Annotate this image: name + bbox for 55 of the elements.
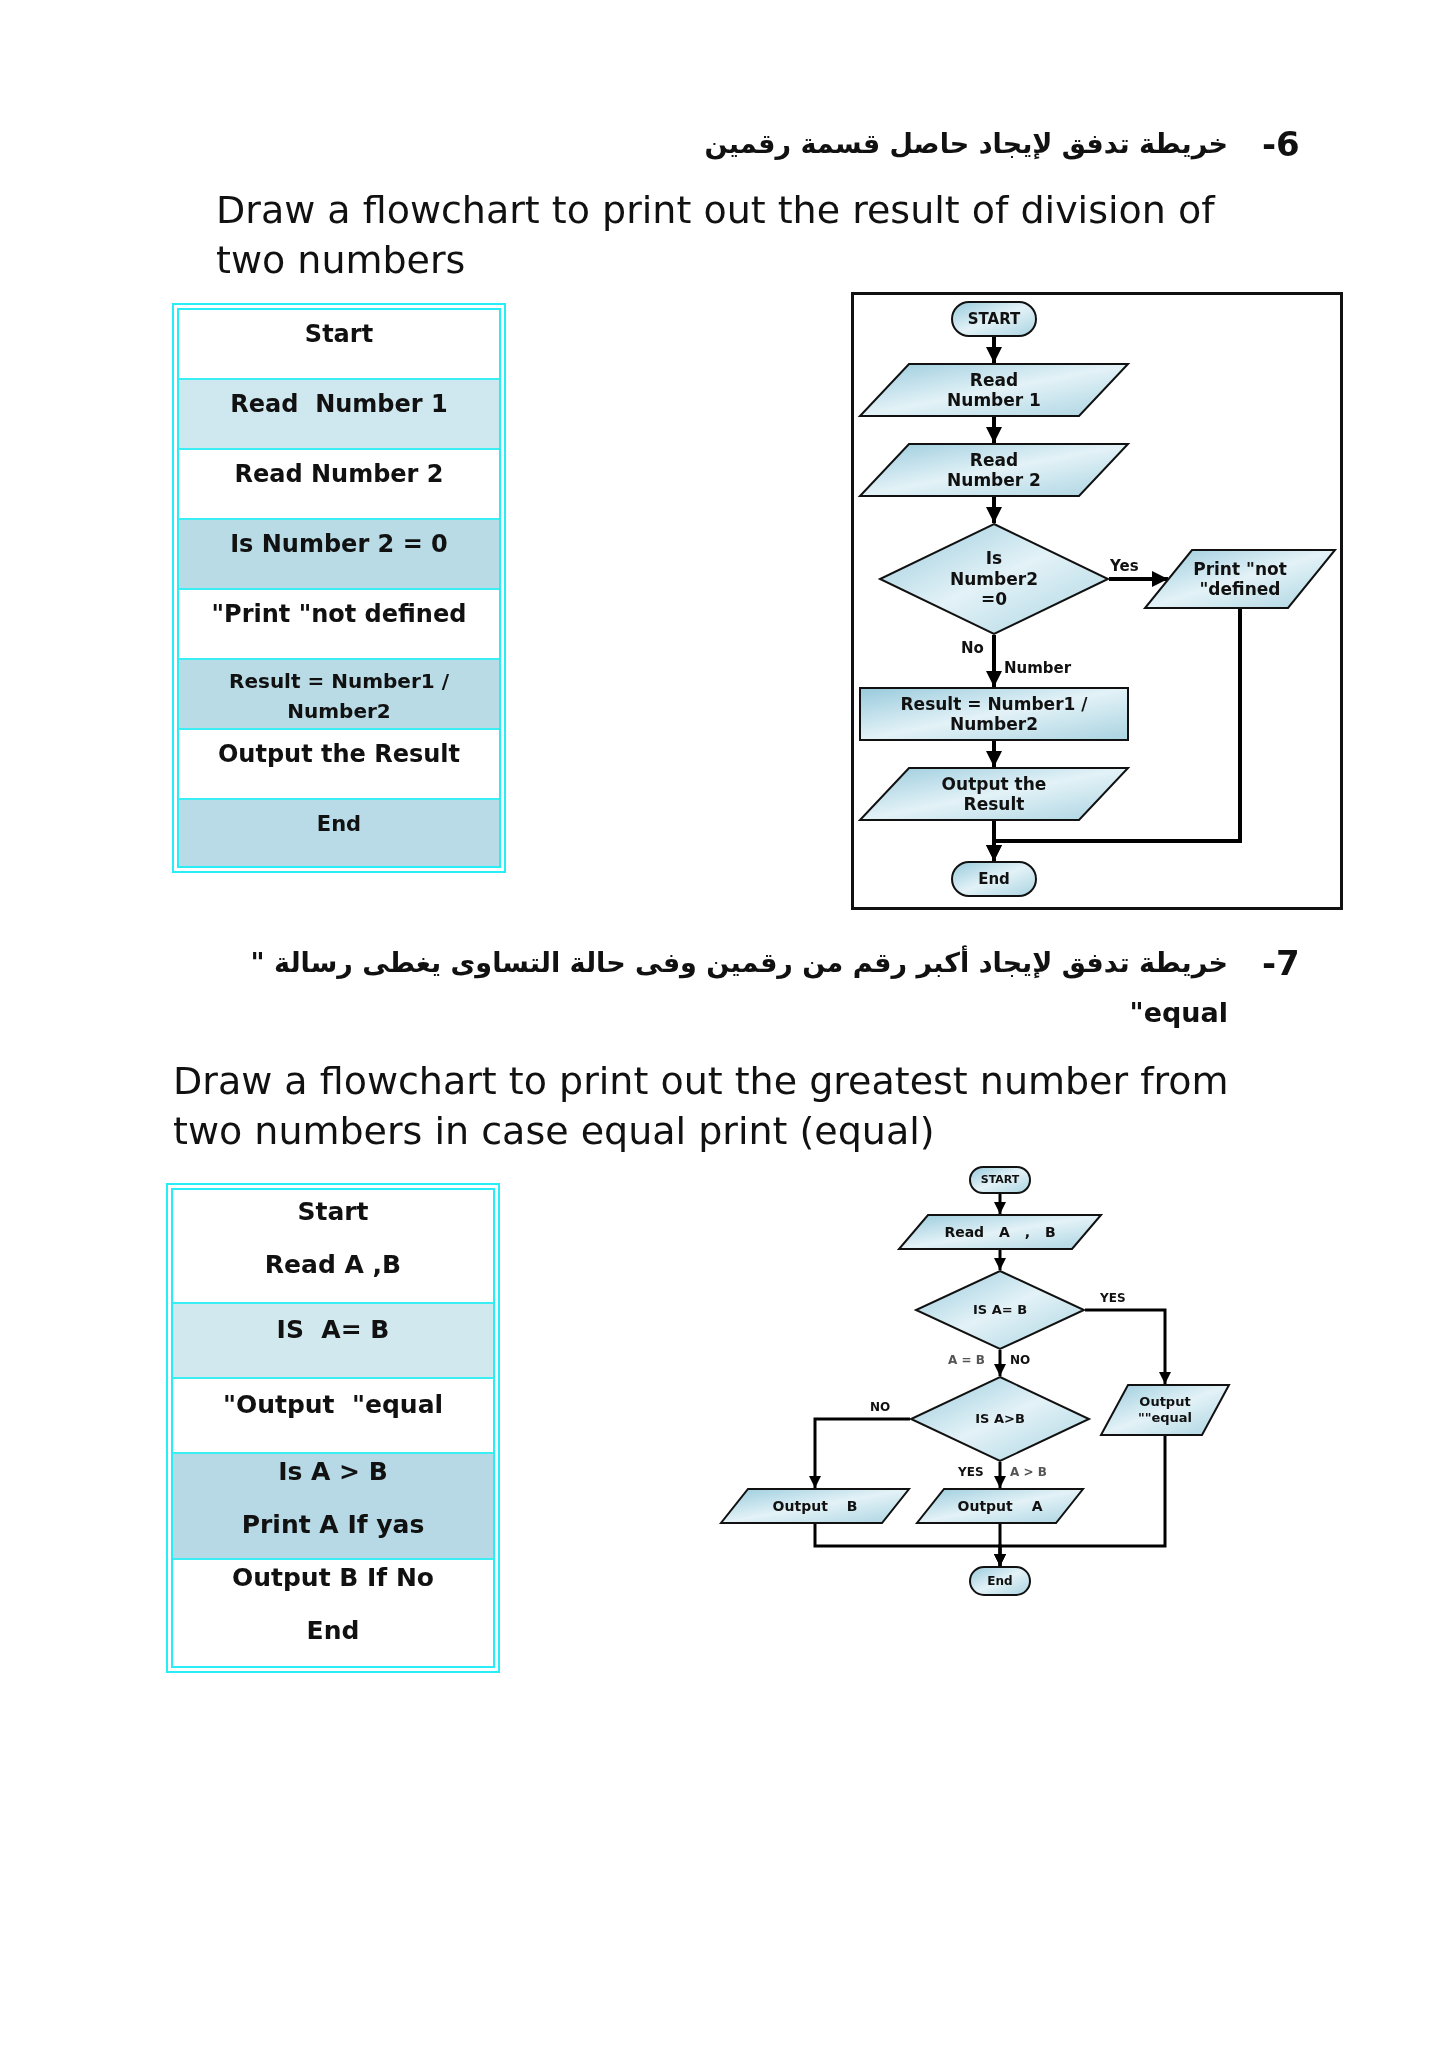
input-output-node: Output B (720, 1488, 910, 1524)
section-title: خريطة تدفق لإيجاد أكبر رقم من رقمين وفى حالة التساوى يغطى رسالة " equal" (249, 944, 1228, 1030)
decision-diamond: IS A= B (915, 1270, 1085, 1350)
input-output-node: Print "not "defined (1144, 549, 1336, 609)
arrow (994, 1462, 1006, 1488)
arrow (986, 337, 1002, 363)
task-description: Draw a flowchart to print out the result of division of two numbers (216, 187, 1217, 284)
arrow (986, 635, 1002, 687)
table-cell: End (179, 798, 499, 866)
process-box: Result = Number1 / Number2 (859, 687, 1129, 741)
input-output-node: Output the Result (859, 767, 1129, 821)
condition-text: A > B (1010, 1465, 1047, 1480)
terminal-node: End (951, 861, 1037, 897)
table-cell: Read Number 1 (179, 378, 499, 448)
input-output-node: Read A , B (898, 1214, 1102, 1250)
decision-diamond: IS A>B (910, 1376, 1090, 1462)
arrow (994, 1250, 1006, 1270)
floating-text: Number (1004, 659, 1072, 678)
input-output-node: Read Number 1 (859, 363, 1129, 417)
edge-label: NO (870, 1400, 891, 1415)
step-text: Read A ,B (263, 1249, 403, 1281)
arrow (1085, 1308, 1171, 1384)
arrow (994, 1194, 1006, 1214)
input-output-node: Output A (916, 1488, 1084, 1524)
terminal-node: START (969, 1166, 1031, 1194)
task-description: Draw a flowchart to print out the greatest number from two numbers in case equal print (equal) (173, 1058, 1230, 1155)
table-cell: Result = Number1 / Number2 (179, 658, 499, 728)
terminal-node: START (951, 301, 1037, 337)
edge-label: No (961, 639, 984, 657)
arrow (986, 497, 1002, 523)
edge-label: YES (958, 1465, 984, 1480)
arrow (986, 417, 1002, 443)
arrow (994, 1436, 1167, 1566)
section-number: -6 (1262, 123, 1300, 166)
table-cell: IS A= B (173, 1302, 493, 1377)
arrow (994, 1350, 1006, 1376)
input-output-node: Output ""equal (1100, 1384, 1230, 1436)
step-text: Is A > B (277, 1456, 389, 1488)
condition-text: A = B (948, 1353, 985, 1368)
edge-label: YES (1100, 1291, 1126, 1306)
section-number: -7 (1262, 942, 1300, 985)
section-title: خريطة تدفق لإيجاد حاصل قسمة رقمين (704, 127, 1228, 161)
terminal-node: End (969, 1566, 1031, 1596)
table-cell: Is Number 2 = 0 (179, 518, 499, 588)
input-output-node: Read Number 2 (859, 443, 1129, 497)
step-text: Print A If yas (240, 1509, 426, 1541)
edge-label: NO (1010, 1353, 1031, 1368)
arrow (1109, 571, 1168, 587)
arrow (986, 741, 1002, 767)
decision-diamond: Is Number2 =0 (879, 523, 1109, 635)
step-text: End (305, 1615, 361, 1647)
step-text: Start (296, 1196, 370, 1228)
arrow (809, 1417, 910, 1488)
edge-label: Yes (1110, 557, 1139, 575)
step-text: Output B If No (230, 1562, 436, 1594)
